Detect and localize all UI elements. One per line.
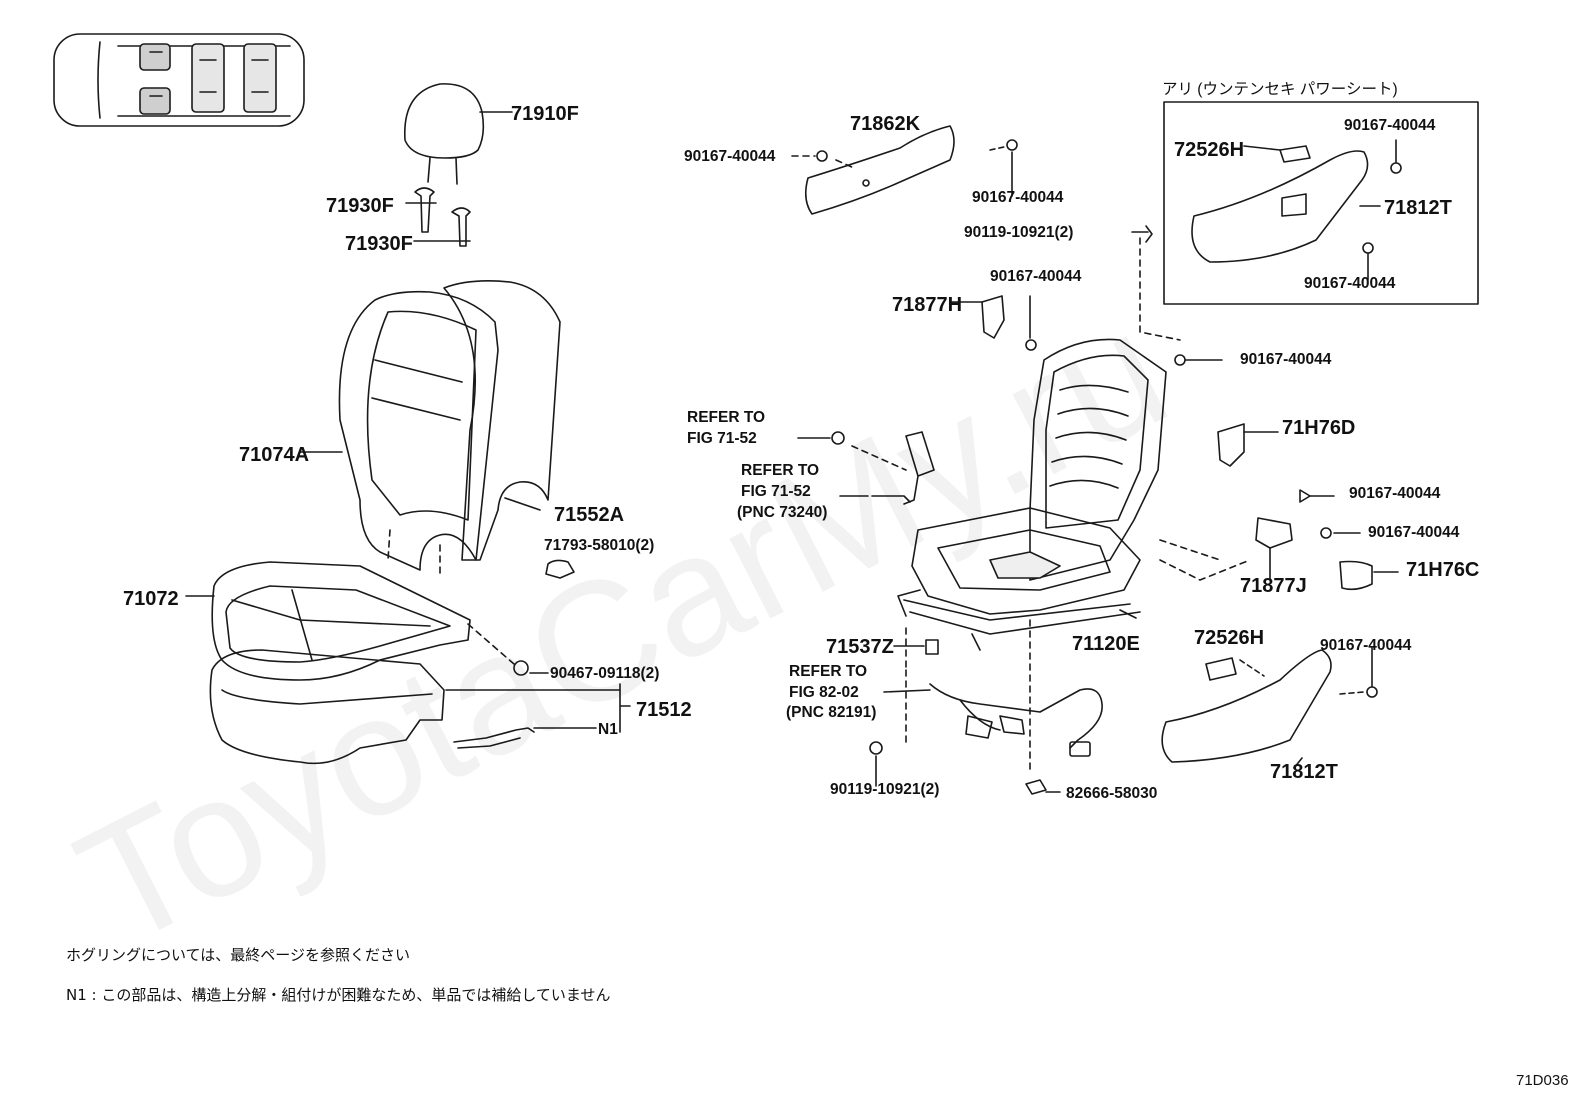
refer-2-line3: (PNC 73240) [737, 504, 828, 521]
side-cover-71862k-shape [804, 125, 955, 215]
label-90167-d: 90167-40044 [1240, 351, 1332, 368]
label-90167-i: 90167-40044 [1320, 637, 1412, 654]
refer-3-line2: FIG 82-02 [789, 684, 859, 701]
seat-belt-buckle-shape [871, 431, 935, 505]
label-n1: N1 [598, 721, 618, 738]
cushion-pad-shape [209, 649, 445, 765]
label-71552a: 71552A [554, 504, 625, 526]
seatback-cover-shape [338, 290, 499, 571]
power-seat-inset-box [1163, 101, 1479, 305]
label-90167-c: 90167-40044 [990, 268, 1082, 285]
label-90467: 90467-09118(2) [550, 665, 660, 682]
figure-code: 71D036 [1516, 1072, 1569, 1089]
label-90167-f: 90167-40044 [1368, 524, 1460, 541]
label-71812t-b: 71812T [1270, 761, 1338, 783]
label-90167-e: 90167-40044 [1349, 485, 1441, 502]
refer-3-line1: REFER TO [789, 663, 868, 680]
label-71h76c: 71H76C [1406, 559, 1480, 581]
label-71120e: 71120E [1072, 633, 1140, 655]
label-71812t-a: 71812T [1384, 197, 1452, 219]
cushion-cover-shape [211, 561, 471, 681]
label-71877j: 71877J [1240, 575, 1307, 597]
seatback-pad-shape [443, 280, 561, 561]
label-71072: 71072 [123, 588, 179, 610]
label-90167-g: 90167-40044 [1344, 117, 1436, 134]
label-71h76d: 71H76D [1282, 417, 1356, 439]
upper-armrest-71812t-shape [1191, 150, 1369, 263]
label-71862k: 71862K [850, 113, 921, 135]
label-72526h-b: 72526H [1194, 627, 1265, 649]
label-71930f-a: 71930F [326, 195, 394, 217]
lower-armrest-71812t-shape [1161, 649, 1332, 763]
headrest-guide-shapes [414, 187, 471, 247]
label-90167-b: 90167-40044 [972, 189, 1064, 206]
refer-1-line1: REFER TO [687, 409, 766, 426]
refer-2-line2: FIG 71-52 [741, 483, 811, 500]
inset-title: アリ (ウンテンセキ パワーシート) [1162, 81, 1398, 98]
seat-frame-shape [897, 338, 1167, 651]
refer-2-line1: REFER TO [741, 462, 820, 479]
wire-harness-shape [929, 683, 1103, 757]
label-90119-b: 90119-10921(2) [830, 781, 940, 798]
label-71910f: 71910F [511, 103, 579, 125]
refer-1-line2: FIG 71-52 [687, 430, 757, 447]
label-71537z: 71537Z [826, 636, 894, 658]
label-82666: 82666-58030 [1066, 785, 1158, 802]
note-n1: N1 : この部品は、構造上分解・組付けが困難なため、単品では補給していません [66, 986, 611, 1004]
label-71877h: 71877H [892, 294, 963, 316]
note-hog-ring: ホグリングについては、最終ページを参照ください [66, 946, 410, 964]
label-71930f-b: 71930F [345, 233, 413, 255]
label-90167-h: 90167-40044 [1304, 275, 1396, 292]
label-71793: 71793-58010(2) [544, 537, 655, 554]
label-71074a: 71074A [239, 444, 310, 466]
headrest-shape [404, 83, 485, 185]
label-71512: 71512 [636, 699, 692, 721]
label-72526h-a: 72526H [1174, 139, 1245, 161]
vehicle-locator-icon [53, 33, 305, 127]
label-90167-a: 90167-40044 [684, 148, 776, 165]
label-90119-a: 90119-10921(2) [964, 224, 1074, 241]
refer-3-line3: (PNC 82191) [786, 704, 877, 721]
